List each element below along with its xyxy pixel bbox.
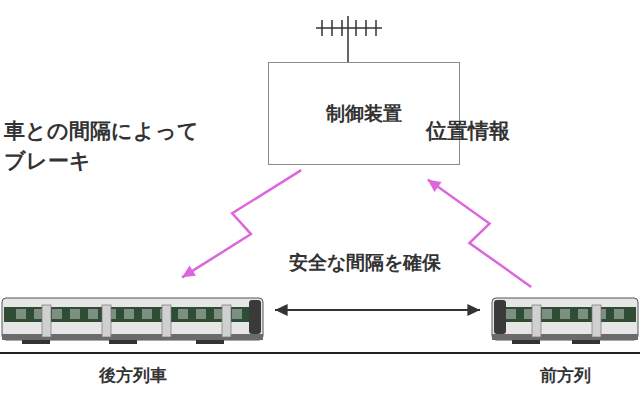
- radio-link: [182, 170, 301, 277]
- gap-note: 安全な間隔を確保: [289, 250, 441, 274]
- position-note: 位置情報: [426, 116, 636, 146]
- train-label: 後方列車: [0, 364, 265, 387]
- train: 前方列: [490, 292, 640, 352]
- train-illustration: [490, 292, 640, 352]
- control-unit-box: 制御装置: [268, 62, 460, 165]
- train-illustration: [0, 292, 265, 352]
- radio-link: [428, 180, 531, 287]
- node-label: 制御装置: [326, 101, 402, 127]
- brake-note: 車との間隔によって ブレーキ: [4, 116, 214, 176]
- gap-arrow: [275, 304, 480, 316]
- train-label: 前方列: [490, 364, 640, 387]
- train: 後方列車: [0, 292, 265, 352]
